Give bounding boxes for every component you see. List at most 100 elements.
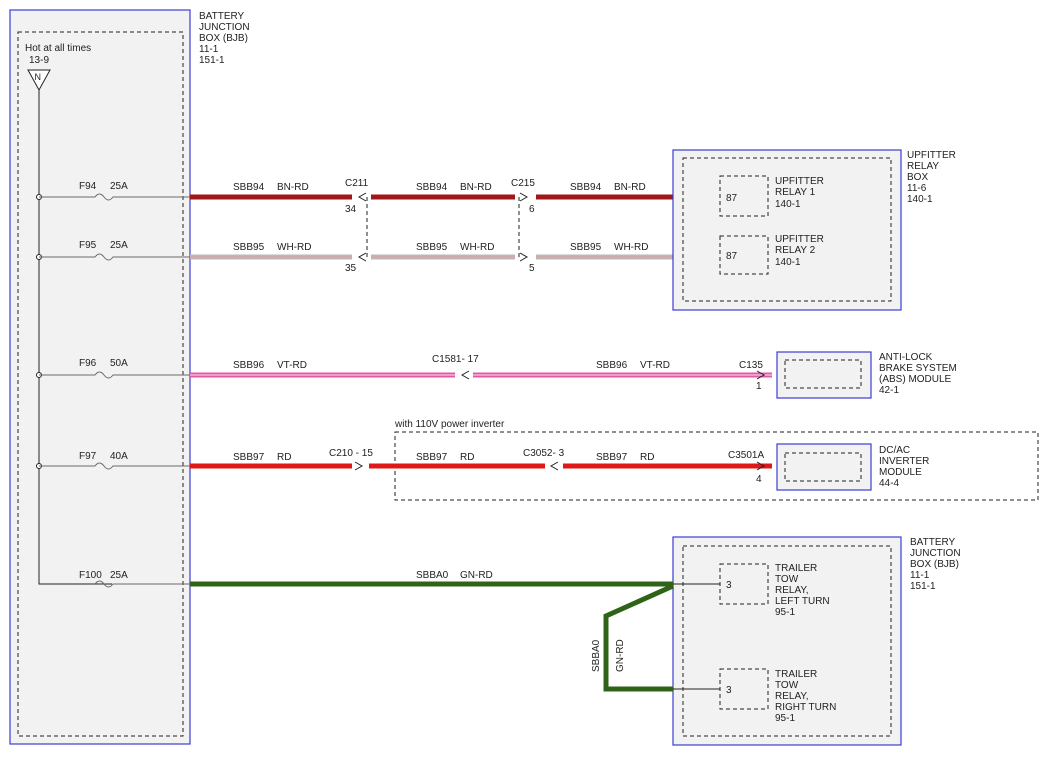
fuse-f97: F97 40A — [36, 451, 190, 470]
hot-ref-label: 13-9 — [29, 55, 49, 66]
inverter-module-box — [776, 443, 872, 491]
connector-name: C210 - 15 — [329, 448, 373, 459]
relay-pin: 87 — [726, 251, 738, 262]
fuse-name: F97 — [79, 451, 97, 462]
circuit-code: SBB96 — [596, 360, 628, 371]
fuse-f96: F96 50A — [36, 358, 190, 379]
wire-sbba0: SBBA0 GN-RD SBBA0 GN-RD — [190, 570, 720, 692]
wire-sbb95: SBB95 WH-RD SBB95 WH-RD SBB95 WH-RD — [190, 242, 720, 260]
connector-name: C3501A — [728, 450, 764, 461]
circuit-code: SBB95 — [416, 242, 448, 253]
circuit-color: RD — [277, 452, 291, 463]
connector-c3052-icon — [549, 461, 559, 471]
fuse-name: F100 — [79, 570, 102, 581]
fuse-rating: 40A — [110, 451, 128, 462]
circuit-color: GN-RD — [460, 570, 493, 581]
relay-pin: 3 — [726, 580, 732, 591]
circuit-color: BN-RD — [277, 182, 309, 193]
connector-c135-icon — [756, 370, 766, 380]
connector-pin: 1 — [756, 381, 762, 392]
relay-label: RELAY, — [775, 691, 809, 702]
fuse-name: F95 — [79, 240, 97, 251]
trailer-tow-relay-right: 3 TRAILER TOW RELAY, RIGHT TURN 95-1 — [719, 668, 836, 724]
bjb-title: BATTERY JUNCTION BOX (BJB) 11-1 151-1 — [199, 11, 250, 66]
trailer-bjb-box — [672, 536, 902, 746]
connector-pin: 5 — [529, 263, 535, 274]
title-line: RELAY — [907, 161, 939, 172]
label-line: DC/AC — [879, 445, 910, 456]
relay-label: 140-1 — [775, 199, 801, 210]
label-line: INVERTER — [879, 456, 929, 467]
bjb-title-line: 151-1 — [199, 55, 225, 66]
circuit-code: SBB97 — [416, 452, 448, 463]
relay-label: TRAILER — [775, 563, 817, 574]
title-line: JUNCTION — [910, 548, 961, 559]
connector-c210-icon — [354, 461, 364, 471]
fuse-f94: F94 25A — [36, 181, 190, 201]
fuse-rating: 50A — [110, 358, 128, 369]
circuit-color: WH-RD — [614, 242, 648, 253]
fuse-name: F96 — [79, 358, 97, 369]
inverter-module-inner — [784, 452, 862, 482]
fuse-f100: F100 25A — [79, 570, 190, 588]
connector-name: C1581- 17 — [432, 354, 479, 365]
relay-label: RIGHT TURN — [775, 702, 836, 713]
relay-pin: 87 — [726, 193, 738, 204]
relay-label: 95-1 — [775, 607, 795, 618]
label-line: MODULE — [879, 467, 922, 478]
circuit-code: SBB94 — [233, 182, 265, 193]
relay-label: 140-1 — [775, 257, 801, 268]
circuit-code: SBB94 — [416, 182, 448, 193]
circuit-code: SBB97 — [233, 452, 265, 463]
circuit-code: SBB96 — [233, 360, 265, 371]
relay-pin: 3 — [726, 685, 732, 696]
circuit-color: BN-RD — [460, 182, 492, 193]
bjb-title-line: 11-1 — [199, 44, 219, 55]
relay-label: RELAY 1 — [775, 187, 816, 198]
relay-label: RELAY, — [775, 585, 809, 596]
inverter-module-label: DC/AC INVERTER MODULE 44-4 — [879, 445, 929, 489]
upfitter-box-title: UPFITTER RELAY BOX 11-6 140-1 — [907, 150, 956, 205]
circuit-color-vertical: GN-RD — [615, 639, 626, 672]
battery-feed-symbol: N — [35, 72, 42, 82]
label-line: 44-4 — [879, 478, 899, 489]
relay-label: UPFITTER — [775, 176, 824, 187]
label-line: ANTI-LOCK — [879, 352, 933, 363]
fuse-name: F94 — [79, 181, 97, 192]
connector-c215: C215 6 5 — [511, 178, 535, 274]
circuit-color: WH-RD — [277, 242, 311, 253]
circuit-code: SBB97 — [596, 452, 628, 463]
circuit-code: SBB95 — [233, 242, 265, 253]
title-line: 11-1 — [910, 570, 930, 581]
connector-c211: C211 34 35 — [345, 178, 369, 274]
circuit-color: VT-RD — [640, 360, 670, 371]
relay-label: TOW — [775, 574, 799, 585]
upfitter-relay-box-inner — [682, 157, 892, 302]
circuit-code-vertical: SBBA0 — [591, 639, 602, 672]
connector-pin: 4 — [756, 474, 762, 485]
relay-label: UPFITTER — [775, 234, 824, 245]
circuit-color: BN-RD — [614, 182, 646, 193]
circuit-color: RD — [640, 452, 654, 463]
connector-c3501a-icon — [756, 461, 766, 471]
fuse-rating: 25A — [110, 181, 128, 192]
bjb-title-line: BOX (BJB) — [199, 33, 248, 44]
abs-module-inner — [784, 359, 862, 389]
title-line: BOX (BJB) — [910, 559, 959, 570]
connector-name: C211 — [345, 178, 369, 189]
title-line: 11-6 — [907, 183, 927, 194]
abs-module-box — [776, 351, 872, 399]
title-line: BATTERY — [910, 537, 956, 548]
battery-feed-icon: N — [27, 69, 51, 92]
abs-module-label: ANTI-LOCK BRAKE SYSTEM (ABS) MODULE 42-1 — [879, 352, 957, 396]
bjb-inner-box — [17, 31, 184, 737]
circuit-code: SBB95 — [570, 242, 602, 253]
hot-at-all-times-label: Hot at all times — [25, 43, 91, 54]
label-line: 42-1 — [879, 385, 899, 396]
bjb-title-line: BATTERY — [199, 11, 245, 22]
connector-name: C215 — [511, 178, 535, 189]
title-line: 140-1 — [907, 194, 933, 205]
circuit-color: RD — [460, 452, 474, 463]
circuit-code: SBB94 — [570, 182, 602, 193]
